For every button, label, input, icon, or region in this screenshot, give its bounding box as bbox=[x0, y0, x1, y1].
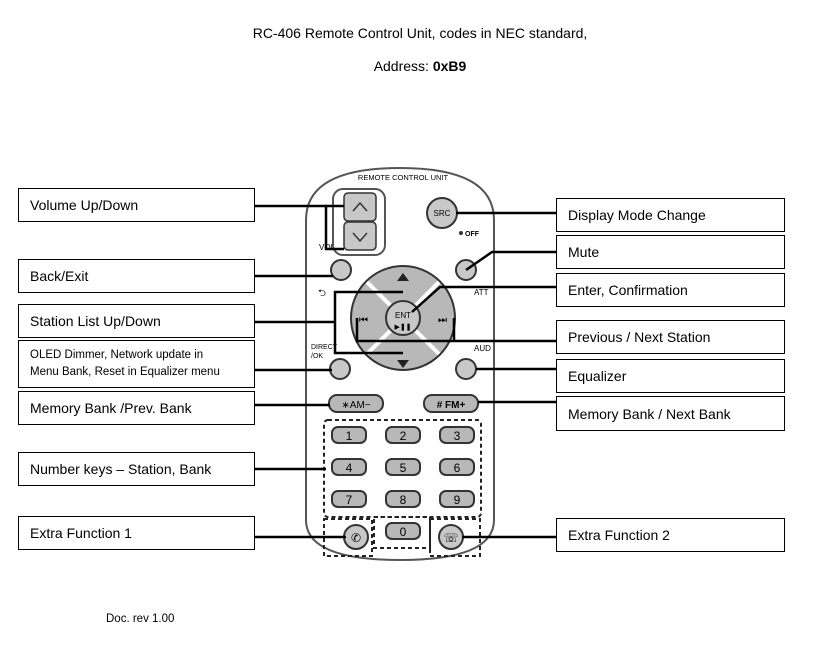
number-key-6 bbox=[439, 458, 475, 476]
number-key-4 bbox=[331, 458, 367, 476]
number-key-9 bbox=[439, 490, 475, 508]
label-equalizer: Equalizer bbox=[556, 359, 785, 393]
down-arrow-icon bbox=[397, 360, 409, 368]
label-station-list: Station List Up/Down bbox=[18, 304, 255, 338]
off-dot bbox=[459, 231, 463, 235]
number-key-label: 7 bbox=[346, 493, 353, 507]
volume-down-icon bbox=[352, 232, 368, 243]
page-title: RC-406 Remote Control Unit, codes in NEC… bbox=[252, 25, 588, 41]
direct-label-1: DIRECT bbox=[311, 344, 338, 351]
number-key-label: 9 bbox=[454, 493, 461, 507]
number-key-7 bbox=[331, 490, 367, 508]
leader-prev-next bbox=[355, 318, 556, 343]
label-extra2: Extra Function 2 bbox=[556, 518, 785, 552]
label-back: Back/Exit bbox=[18, 259, 255, 293]
back-icon: ⮌ bbox=[318, 288, 326, 299]
doc-revision: Doc. rev 1.00 bbox=[106, 613, 175, 625]
number-key-label: 2 bbox=[400, 429, 407, 443]
number-key-8 bbox=[385, 490, 421, 508]
number-key-2 bbox=[385, 426, 421, 444]
am-button bbox=[328, 394, 384, 413]
remote-brand-text: REMOTE CONTROL UNIT bbox=[358, 173, 449, 182]
up-arrow-icon bbox=[397, 273, 409, 281]
number-keys: 1 2 3 4 5 6 7 8 9 0 bbox=[331, 426, 475, 540]
number-key-0 bbox=[385, 522, 421, 540]
number-key-5 bbox=[385, 458, 421, 476]
am-label: ∗AM− bbox=[341, 400, 370, 411]
vol-label: VOL bbox=[319, 243, 336, 252]
equalizer-button bbox=[455, 358, 477, 380]
address-value: 0xB9 bbox=[432, 58, 467, 74]
zero-frame bbox=[373, 516, 431, 549]
label-mute: Mute bbox=[556, 235, 785, 269]
src-label: SRC bbox=[434, 209, 451, 218]
leader-enter bbox=[411, 285, 556, 313]
label-display-mode: Display Mode Change bbox=[556, 198, 785, 232]
extra1-frame bbox=[323, 518, 373, 557]
volume-up-icon bbox=[352, 201, 368, 212]
label-number-keys: Number keys – Station, Bank bbox=[18, 452, 255, 486]
number-key-label: 0 bbox=[400, 525, 407, 539]
hangup-icon: ☏ bbox=[443, 531, 458, 545]
extra2-frame bbox=[429, 518, 481, 557]
number-key-label: 4 bbox=[346, 461, 353, 475]
number-key-label: 1 bbox=[346, 429, 353, 443]
back-button bbox=[330, 259, 352, 281]
fm-label: # FM+ bbox=[437, 400, 466, 411]
number-key-label: 6 bbox=[454, 461, 461, 475]
volume-down-key bbox=[343, 221, 377, 251]
leader-station-list bbox=[255, 290, 403, 355]
label-memory-next: Memory Bank / Next Bank bbox=[556, 396, 785, 431]
att-label: ATT bbox=[474, 288, 489, 297]
address-label: Address: bbox=[373, 58, 429, 74]
aud-label: AUD bbox=[474, 344, 491, 353]
phone-icon: ✆ bbox=[351, 531, 361, 545]
enter-label: ENT bbox=[395, 311, 411, 320]
leader-volume bbox=[255, 204, 344, 251]
play-pause-icon: ▶❚❚ bbox=[394, 323, 411, 331]
direct-button bbox=[329, 358, 351, 380]
label-oled-line2: Menu Bank, Reset in Equalizer menu bbox=[30, 366, 220, 378]
address-line: Address: 0xB9 bbox=[0, 58, 826, 74]
label-enter: Enter, Confirmation bbox=[556, 273, 785, 307]
number-key-1 bbox=[331, 426, 367, 444]
leader-mute bbox=[465, 250, 556, 272]
label-oled: OLED Dimmer, Network update in Menu Bank… bbox=[18, 340, 255, 388]
off-label: OFF bbox=[465, 231, 480, 238]
label-prev-next: Previous / Next Station bbox=[556, 320, 785, 354]
number-key-label: 8 bbox=[400, 493, 407, 507]
label-volume: Volume Up/Down bbox=[18, 188, 255, 222]
fm-button bbox=[423, 394, 479, 413]
label-oled-line1: OLED Dimmer, Network update in bbox=[30, 349, 204, 361]
next-icon: ⏭ bbox=[438, 315, 447, 326]
direct-label-2: /OK bbox=[311, 353, 323, 360]
label-extra1: Extra Function 1 bbox=[18, 516, 255, 550]
volume-up-key bbox=[343, 192, 377, 222]
label-memory-prev: Memory Bank /Prev. Bank bbox=[18, 391, 255, 425]
number-key-label: 5 bbox=[400, 461, 407, 475]
number-key-3 bbox=[439, 426, 475, 444]
number-key-label: 3 bbox=[454, 429, 461, 443]
leader-lines bbox=[255, 204, 556, 539]
enter-button bbox=[385, 300, 421, 336]
prev-icon: ⏮ bbox=[359, 315, 368, 326]
